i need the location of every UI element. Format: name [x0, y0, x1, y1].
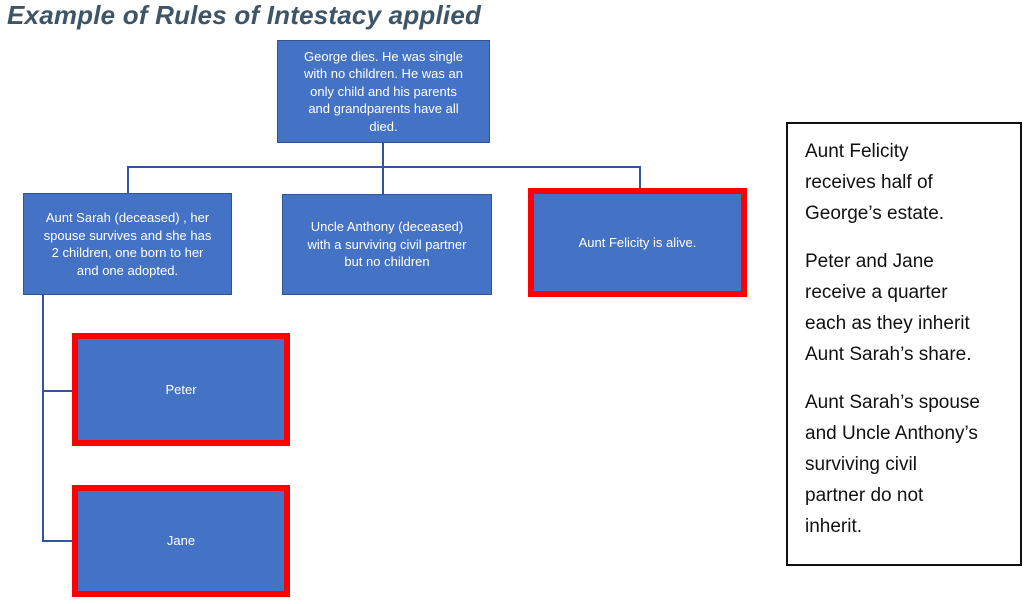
- connector-drop-aunt-sarah: [127, 166, 129, 194]
- node-uncle-anthony-text: Uncle Anthony (deceased) with a survivin…: [307, 219, 467, 270]
- node-jane: Jane: [72, 485, 290, 597]
- connector-stub-jane: [42, 540, 73, 542]
- node-aunt-felicity: Aunt Felicity is alive.: [528, 188, 747, 297]
- node-george-text: George dies. He was single with no child…: [304, 48, 463, 134]
- connector-drop-aunt-felicity: [639, 166, 641, 189]
- node-george: George dies. He was single with no child…: [277, 40, 490, 143]
- node-aunt-sarah-text: Aunt Sarah (deceased) , her spouse survi…: [43, 210, 212, 278]
- page-title: Example of Rules of Intestacy applied: [7, 0, 482, 30]
- connector-sarah-children-vertical: [42, 295, 44, 542]
- notes-paragraph-felicity: Aunt Felicity receives half of George’s …: [805, 141, 945, 224]
- node-aunt-sarah: Aunt Sarah (deceased) , her spouse survi…: [23, 193, 232, 295]
- connector-stub-peter: [42, 390, 73, 392]
- node-uncle-anthony: Uncle Anthony (deceased) with a survivin…: [282, 194, 492, 295]
- connector-george-to-anthony-vertical: [382, 143, 384, 195]
- node-peter-text: Peter: [165, 381, 197, 397]
- notes-panel: Aunt Felicity receives half of George’s …: [786, 122, 1022, 566]
- notes-paragraph-no-inherit: Aunt Sarah’s spouse and Uncle Anthony’s …: [805, 392, 980, 537]
- node-aunt-felicity-text: Aunt Felicity is alive.: [578, 234, 697, 250]
- node-peter: Peter: [72, 333, 290, 446]
- connector-children-horizontal: [127, 166, 641, 168]
- notes-paragraph-peter-jane: Peter and Jane receive a quarter each as…: [805, 251, 972, 365]
- node-jane-text: Jane: [166, 533, 196, 549]
